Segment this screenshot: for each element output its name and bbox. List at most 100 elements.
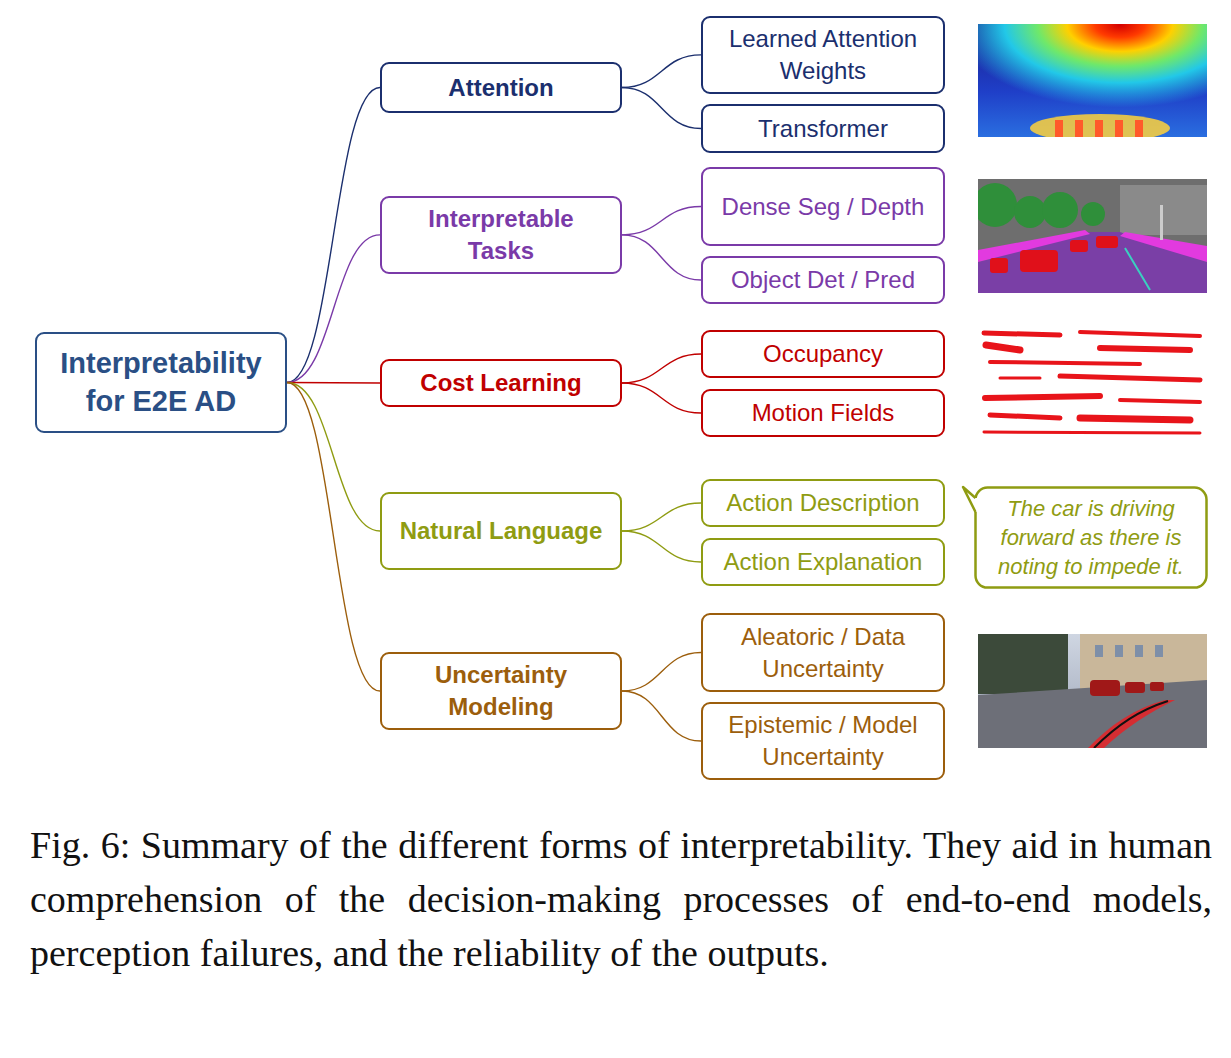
method-box: Epistemic / Model Uncertainty [701,702,945,780]
road-photo [978,634,1207,748]
tree-connector [622,235,701,280]
method-box: Transformer [701,104,945,153]
tree-connector [622,653,701,692]
node-text: Cost Learning [420,367,581,399]
bubble-tail [963,487,976,512]
root-box: Interpretability for E2E AD [35,332,287,433]
method-box: Object Det / Pred [701,256,945,304]
car [1150,682,1164,691]
method-box: Dense Seg / Depth [701,167,945,246]
category-box: Uncertainty Modeling [380,652,622,730]
photo-windows [1095,645,1163,657]
streak [1080,418,1190,420]
heatmap-crossing [1030,114,1170,137]
streak [990,362,1140,364]
segmentation-image [978,179,1207,293]
tree-connector [622,354,701,383]
attention-heatmap [978,24,1207,137]
tree [1081,202,1105,226]
node-text: Action Explanation [724,546,923,578]
photo-sky [978,634,1207,748]
uncertainty-band [1088,700,1175,748]
occupancy-ground [978,325,1207,439]
seg-building [1120,185,1207,235]
tree-connector [287,383,380,692]
node-text: Action Description [726,487,919,519]
category-box: Interpretable Tasks [380,196,622,274]
category-box: Cost Learning [380,359,622,407]
tree-connector [622,88,701,129]
car [990,258,1008,273]
car [1020,250,1058,272]
node-text: Object Det / Pred [731,264,915,296]
streak [1120,400,1200,402]
node-text: Attention [448,72,553,104]
heatmap-stripes [1055,120,1143,137]
car [1096,236,1118,248]
tree-connector [622,531,701,562]
tree [978,183,1017,227]
window [1155,645,1163,657]
node-text: Epistemic / Model Uncertainty [713,709,933,773]
node-text: Interpretable Tasks [392,203,610,267]
seg-pole [1160,205,1163,240]
method-box: Occupancy [701,330,945,378]
tree-connector [287,235,380,383]
tree-connector [622,207,701,235]
node-text: Motion Fields [752,397,895,429]
bubble-border [976,488,1207,588]
tree-connector [622,503,701,531]
tree-connector [622,55,701,88]
seg-road [978,232,1207,293]
streak [986,345,1020,350]
method-box: Aleatoric / Data Uncertainty [701,613,945,692]
tree-connector [287,383,380,532]
trajectory-line [1094,701,1168,748]
node-text: The car is driving forward as there is n… [984,494,1198,581]
streak [1000,377,1040,380]
car [1090,680,1120,696]
seg-trees [978,183,1105,228]
figure-caption: Fig. 6: Summary of the different forms o… [30,818,1212,980]
occupancy-map [978,325,1207,439]
seg-cars [990,236,1118,273]
node-text: Learned Attention Weights [713,23,933,87]
stripe [1055,120,1063,137]
tree-connector [622,383,701,413]
category-box: Attention [380,62,622,113]
tree [1042,192,1078,228]
streak [1060,376,1200,380]
seg-sidewalk [1120,232,1207,262]
node-text: Dense Seg / Depth [722,191,925,223]
stripe [1135,120,1143,137]
stripe [1075,120,1083,137]
tree-connector [287,88,380,383]
node-text: Natural Language [400,515,603,547]
node-text: Occupancy [763,338,883,370]
streak [1080,332,1200,336]
tree [1014,196,1046,228]
photo-cars [1090,680,1164,696]
streak [985,396,1100,398]
stripe [1095,120,1103,137]
node-text: Transformer [758,113,888,145]
occupancy-streaks [984,332,1200,433]
tree-connector [287,382,380,384]
stripe [1115,120,1123,137]
category-box: Natural Language [380,492,622,570]
streak [990,415,1060,418]
method-box: Action Description [701,479,945,527]
speech-bubble: The car is driving forward as there is n… [974,486,1208,589]
photo-trees [978,634,1068,694]
streak [984,432,1200,433]
tree-connector [622,691,701,741]
car [1125,682,1145,693]
node-text: Aleatoric / Data Uncertainty [713,621,933,685]
node-text: Interpretability for E2E AD [47,345,275,420]
photo-road [978,680,1207,748]
window [1115,645,1123,657]
window [1135,645,1143,657]
method-box: Motion Fields [701,389,945,437]
node-text: Uncertainty Modeling [392,659,610,723]
